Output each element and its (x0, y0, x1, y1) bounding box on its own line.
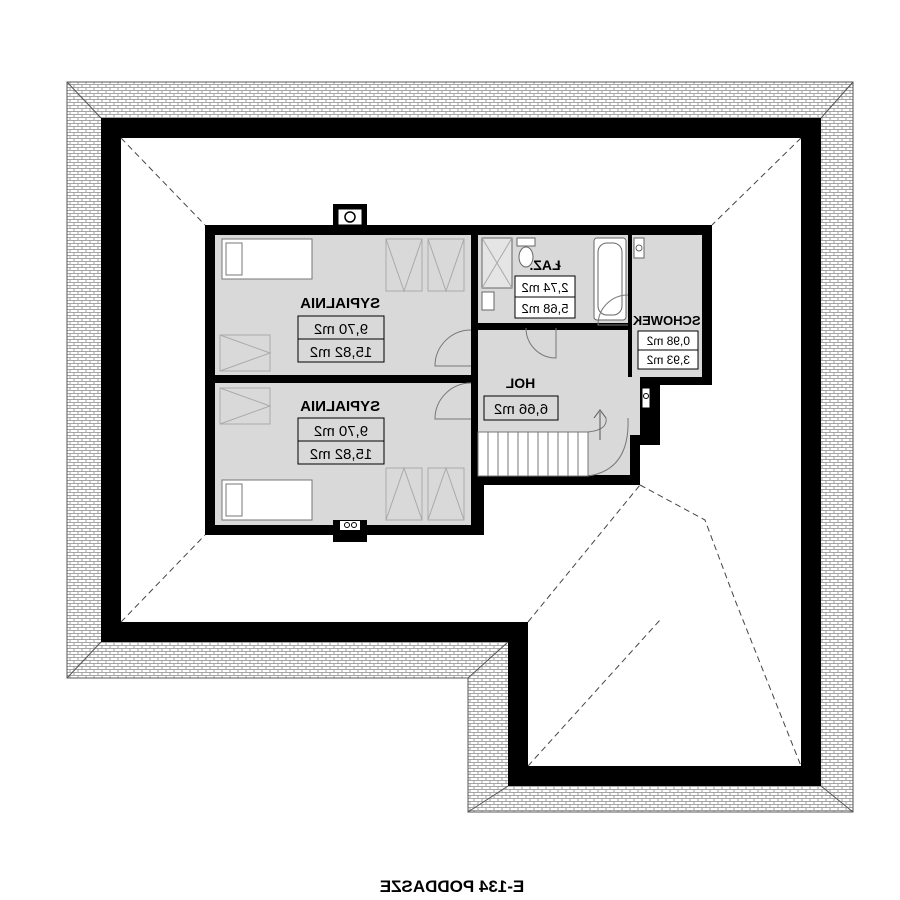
bedroom-bottom-area-1: 9,70 m2 (314, 423, 368, 440)
bedroom-bottom-name: SYPIALNIA (300, 398, 380, 415)
partitions (205, 225, 632, 480)
storage-area-1: 0,98 m2 (646, 334, 690, 348)
label-bathroom: ŁAZ. 2,74 m2 5,68 m2 (514, 257, 576, 319)
hall-name: HOL (505, 375, 535, 391)
chimney-bottom-opening-2 (351, 522, 357, 528)
chimney-bottom-flue (340, 521, 360, 530)
bedroom-top-area-2: 15,82 m2 (310, 344, 373, 361)
chimney-top-flue (337, 208, 363, 226)
right-wall-details (641, 387, 651, 409)
bathroom-area-2: 5,68 m2 (522, 301, 569, 316)
hall-area-1: 6,66 m2 (494, 401, 548, 418)
chimney-top-opening (344, 211, 356, 223)
bathroom-area-1: 2,74 m2 (522, 280, 569, 295)
bedroom-bottom-area-2: 15,82 m2 (310, 446, 373, 463)
label-bedroom-bottom: SYPIALNIA 9,70 m2 15,82 m2 (297, 398, 385, 465)
storage-name: SCHOWEK (632, 313, 701, 328)
label-bedroom-top: SYPIALNIA 9,70 m2 15,82 m2 (297, 295, 385, 363)
bedroom-top-area-1: 9,70 m2 (314, 321, 368, 338)
label-storage: SCHOWEK 0,98 m2 3,93 m2 (632, 313, 701, 370)
bed-top (221, 238, 313, 280)
bathroom-fixtures (481, 237, 645, 321)
door-swings (434, 294, 629, 420)
chimney-bottom-opening-1 (344, 522, 350, 528)
bed-bottom (221, 479, 313, 521)
bathroom-name: ŁAZ. (529, 257, 560, 273)
bedroom-top-name: SYPIALNIA (300, 295, 380, 312)
storage-area-2: 3,93 m2 (646, 353, 690, 367)
label-hall: HOL 6,66 m2 (483, 375, 559, 421)
eave-corners (66, 81, 854, 813)
stairs (477, 409, 629, 477)
plan-caption: E-134 PODDASZE (380, 877, 525, 896)
skylights (219, 238, 465, 521)
